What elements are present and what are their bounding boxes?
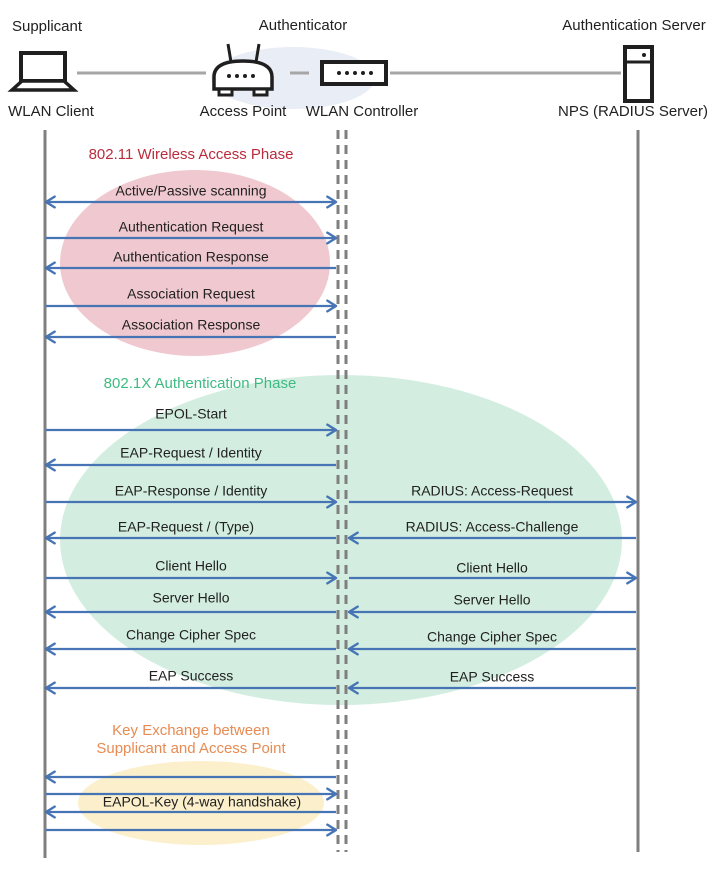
role-supplicant-label: Supplicant xyxy=(11,18,83,35)
phase-key-exchange-title-line1: Key Exchange between xyxy=(112,722,270,739)
phase-80211-title: 802.11 Wireless Access Phase xyxy=(88,146,294,163)
message-change-cipher-right-label: Change Cipher Spec xyxy=(427,628,557,645)
role-auth-server-label: Authentication Server xyxy=(562,17,706,34)
device-wlan-controller-label: WLAN Controller xyxy=(305,103,419,120)
access-point-icon xyxy=(212,43,274,97)
message-eap-success-left-label: EAP Success xyxy=(148,667,234,684)
message-radius-access-request-label: RADIUS: Access-Request xyxy=(411,482,573,499)
laptop-icon xyxy=(7,51,79,92)
message-eapol-key-label: EAPOL-Key (4-way handshake) xyxy=(102,793,302,810)
message-server-hello-left-label: Server Hello xyxy=(152,589,230,606)
device-access-point-label: Access Point xyxy=(199,103,287,120)
phase-key-exchange-title: Key Exchange between Supplicant and Acce… xyxy=(96,722,285,758)
message-eap-request-identity-label: EAP-Request / Identity xyxy=(120,444,262,461)
role-authenticator-label: Authenticator xyxy=(258,17,348,34)
server-icon xyxy=(623,45,654,103)
message-server-hello-right-label: Server Hello xyxy=(453,591,531,608)
phase-80211-ellipse xyxy=(60,170,330,356)
message-eap-request-type-label: EAP-Request / (Type) xyxy=(117,518,255,535)
message-change-cipher-left-label: Change Cipher Spec xyxy=(126,626,256,643)
device-nps-label: NPS (RADIUS Server) xyxy=(557,103,709,120)
phase-8021x-ellipse xyxy=(60,375,622,705)
message-assoc-response-label: Association Response xyxy=(121,316,261,333)
lifeline-wlan-controller xyxy=(336,130,348,852)
message-eap-response-identity-label: EAP-Response / Identity xyxy=(114,482,268,499)
message-assoc-request-label: Association Request xyxy=(127,285,255,302)
message-client-hello-left-label: Client Hello xyxy=(155,557,227,574)
phase-key-exchange-ellipse xyxy=(78,761,324,845)
message-scanning-label: Active/Passive scanning xyxy=(115,182,267,199)
wlan-controller-icon xyxy=(320,60,388,86)
message-eap-success-right-label: EAP Success xyxy=(449,668,535,685)
phase-8021x-title: 802.1X Authentication Phase xyxy=(103,375,297,392)
message-epol-start-label: EPOL-Start xyxy=(155,405,227,422)
message-auth-response-label: Authentication Response xyxy=(113,248,269,265)
message-auth-request-label: Authentication Request xyxy=(118,218,264,235)
device-wlan-client-label: WLAN Client xyxy=(8,103,94,120)
message-radius-access-challenge-label: RADIUS: Access-Challenge xyxy=(405,518,579,535)
message-client-hello-right-label: Client Hello xyxy=(456,559,528,576)
phase-key-exchange-title-line2: Supplicant and Access Point xyxy=(96,740,286,757)
